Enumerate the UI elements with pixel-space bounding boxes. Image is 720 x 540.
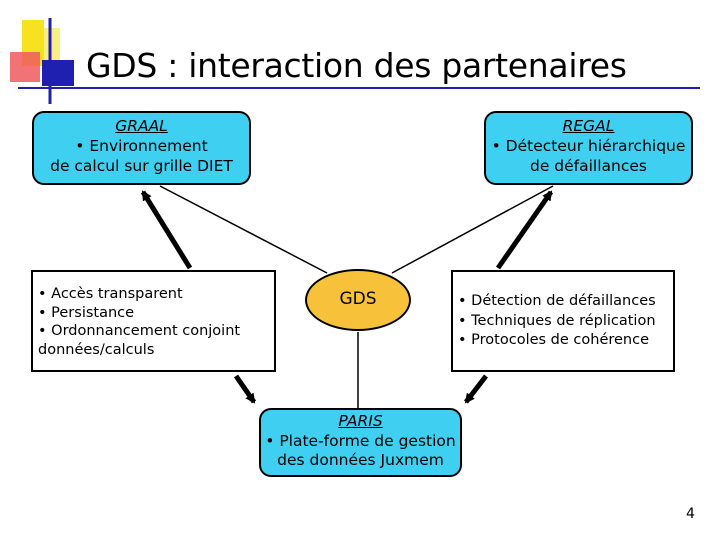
arrow-left-to-paris (233, 374, 257, 404)
left-features-box: • Accès transparent • Persistance • Ordo… (31, 270, 276, 372)
gds-label: GDS (339, 289, 377, 309)
arrow-right-to-paris (464, 374, 488, 404)
line-regal-gds (391, 185, 554, 274)
right-features-box: • Détection de défaillances • Techniques… (451, 270, 675, 372)
page-number: 4 (686, 506, 695, 522)
paris-title: PARIS (338, 412, 383, 430)
right-features-list: • Détection de défaillances • Techniques… (458, 292, 673, 351)
right-feature-item: • Détection de défaillances (458, 293, 656, 309)
regal-line-1: • Détecteur hiérarchique (491, 137, 686, 155)
graal-box: GRAAL • Environnement de calcul sur gril… (32, 111, 251, 185)
graal-line-1: • Environnement (75, 137, 208, 155)
arrow-right-to-regal (495, 190, 554, 270)
gds-ellipse: GDS (305, 269, 411, 331)
deco-blue-square (42, 60, 74, 86)
page-title: GDS : interaction des partenaires (86, 46, 627, 85)
deco-red-square (10, 52, 40, 82)
graal-title: GRAAL (115, 117, 168, 135)
left-feature-item: • Accès transparent (38, 286, 183, 302)
paris-box: PARIS • Plate-forme de gestion des donné… (259, 408, 462, 477)
left-feature-continuation: données/calculs (38, 341, 155, 358)
paris-line-2: des données Juxmem (277, 451, 444, 469)
paris-line-1: • Plate-forme de gestion (265, 431, 456, 450)
regal-line-2: de défaillances (529, 157, 647, 175)
left-features-list: • Accès transparent • Persistance • Ordo… (38, 285, 274, 341)
line-graal-gds (159, 185, 328, 274)
right-feature-item: • Protocoles de cohérence (458, 332, 650, 348)
graal-line-2: de calcul sur grille DIET (50, 157, 233, 175)
regal-box: REGAL • Détecteur hiérarchique de défail… (484, 111, 693, 185)
regal-title: REGAL (562, 117, 615, 135)
left-feature-item: • Persistance (38, 304, 135, 321)
arrow-left-to-graal (140, 190, 193, 270)
left-feature-item: • Ordonnancement conjoint (38, 323, 241, 339)
right-feature-item: • Techniques de réplication (458, 312, 656, 329)
